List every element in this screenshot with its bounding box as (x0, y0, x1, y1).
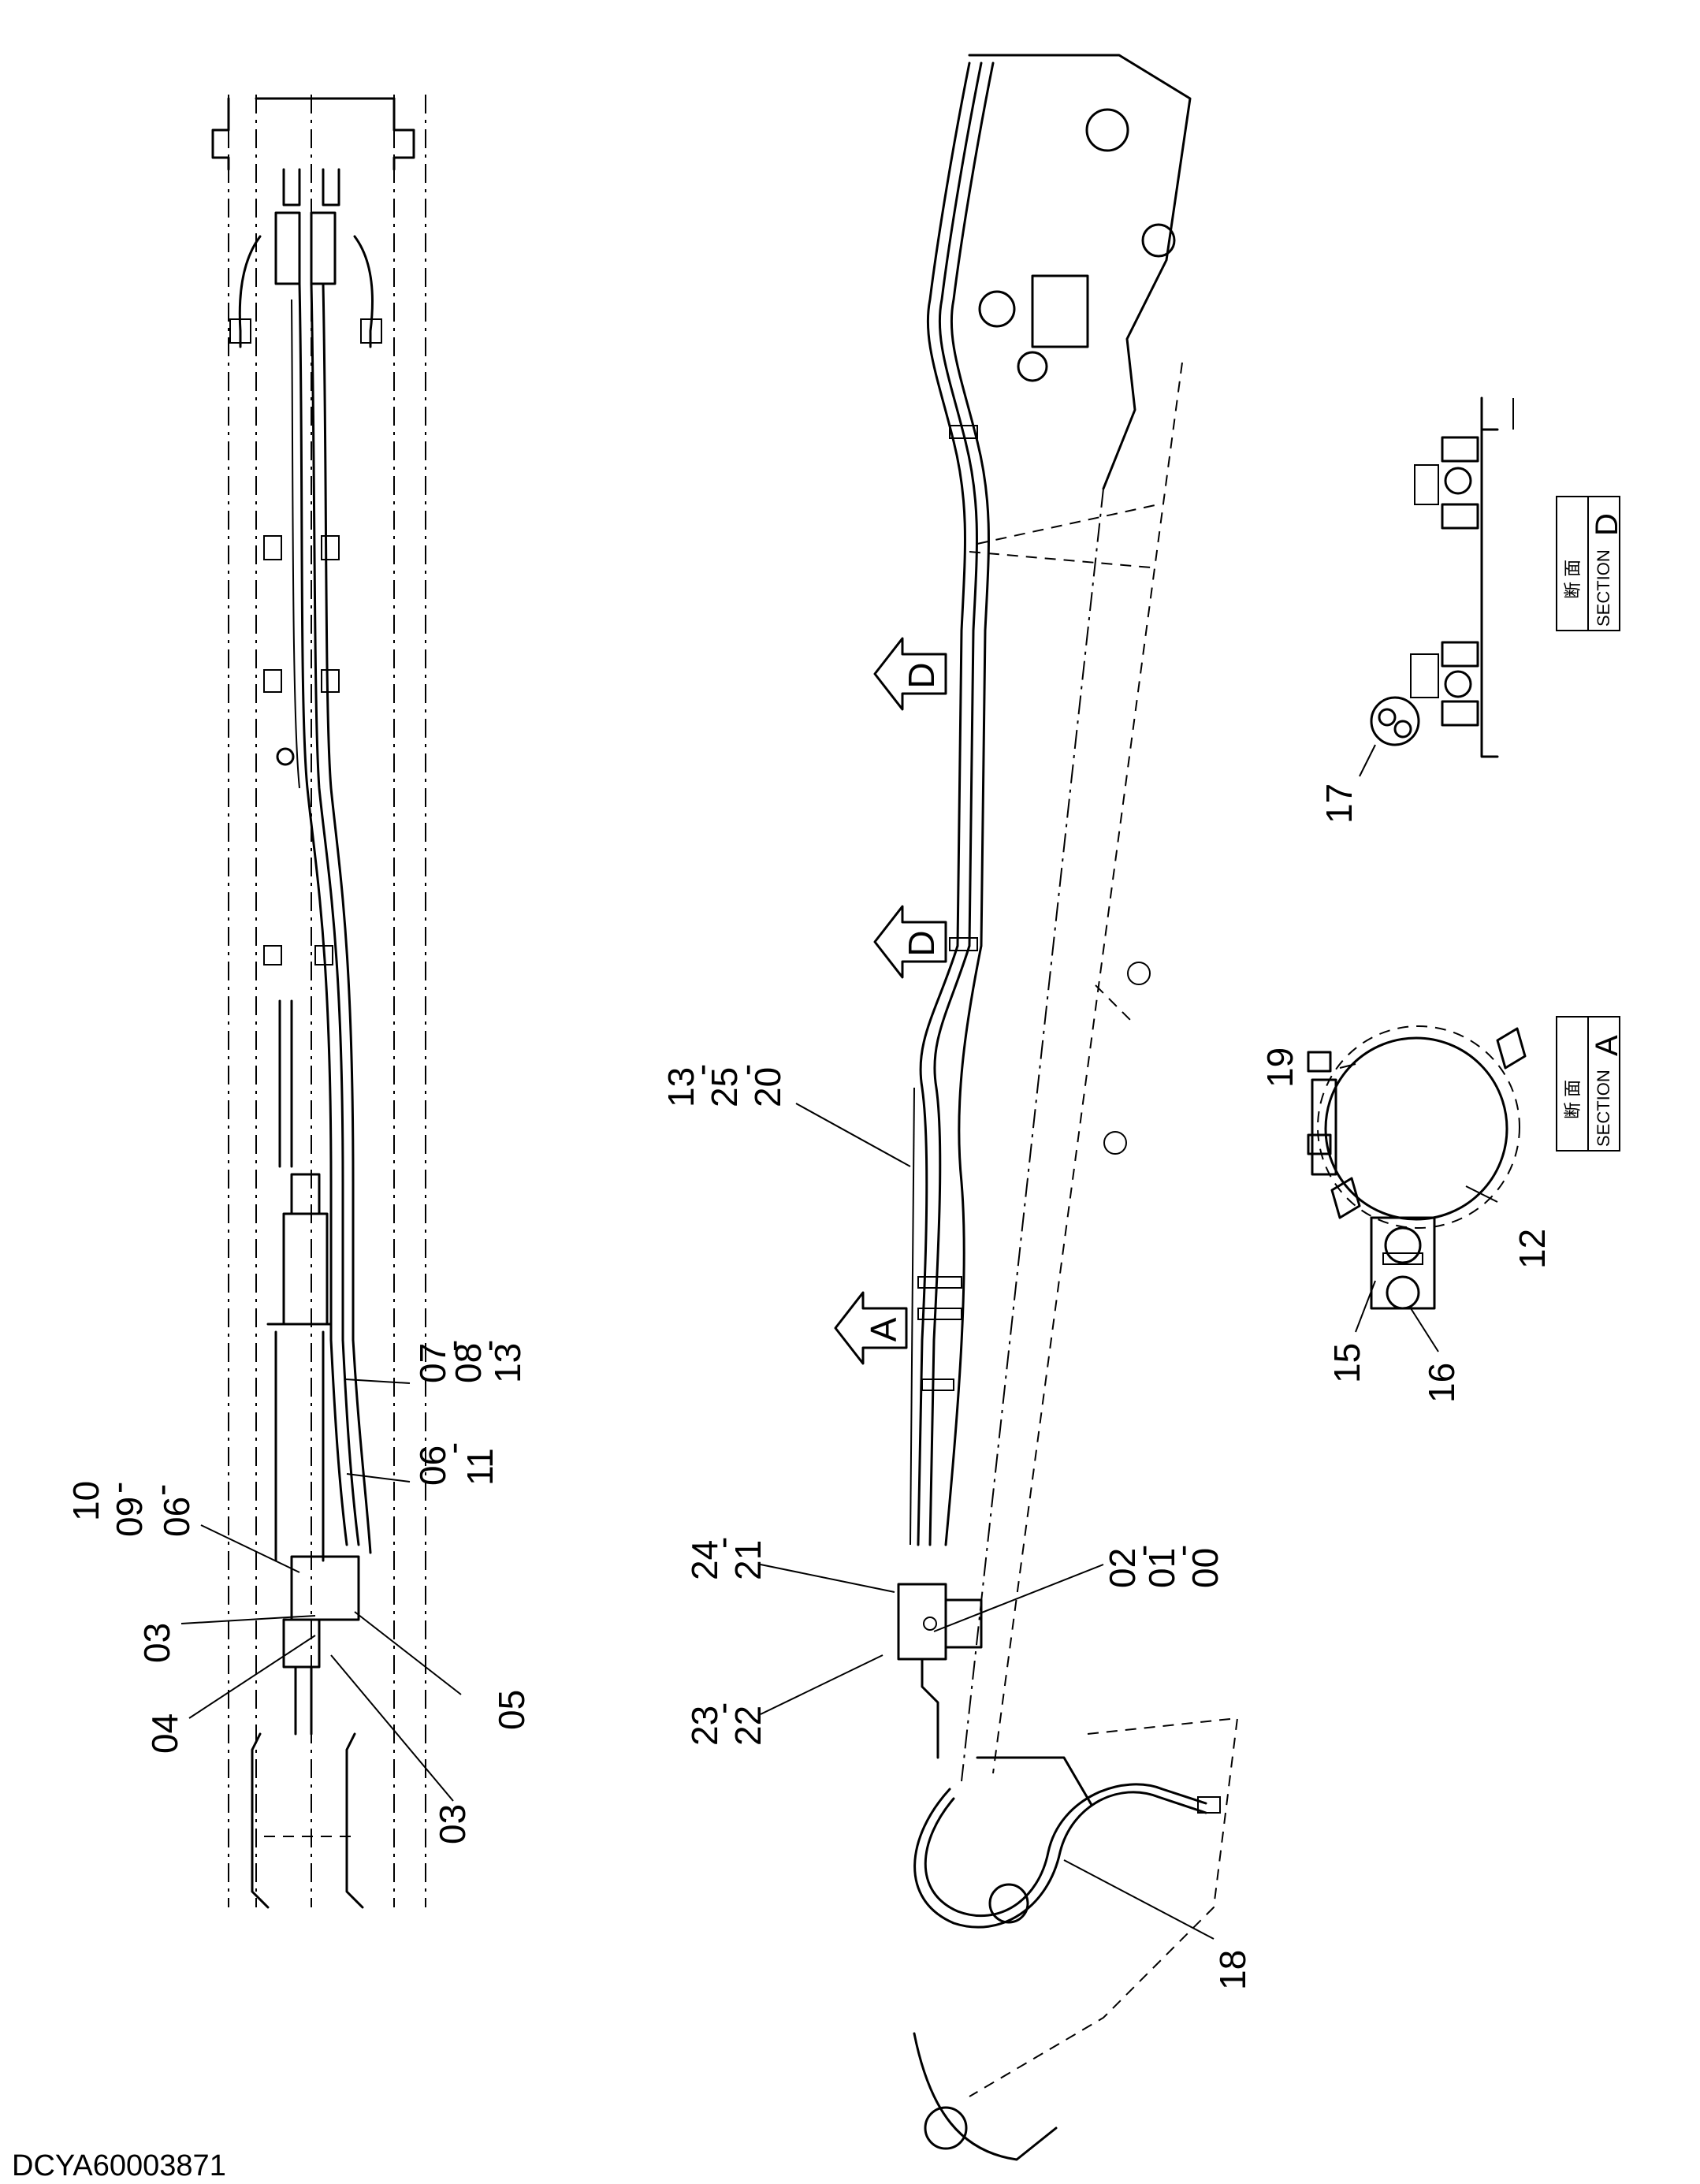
callout-22: 22 (727, 1706, 768, 1746)
callout-dash: - (701, 1702, 742, 1714)
section-marker-d-upper: D (901, 662, 942, 688)
callout-13: 13 (487, 1343, 528, 1383)
callout-03-bottom: 03 (432, 1804, 473, 1844)
callout-02: 02 (1102, 1548, 1143, 1588)
callout-25: 25 (704, 1067, 745, 1107)
callout-20: 20 (747, 1067, 788, 1107)
section-a-detail (1307, 1025, 1527, 1310)
callout-02-01-00: 02 - 01 - 00 (1102, 1545, 1226, 1588)
callout-06-11: 06 - 11 (412, 1442, 500, 1486)
callout-01: 01 (1141, 1548, 1182, 1588)
callout-dash: - (432, 1442, 473, 1454)
section-a-letter: A (1590, 1035, 1624, 1056)
leader-lines (180, 1103, 1215, 1940)
section-d-detail (1359, 396, 1514, 777)
callout-24-21: 24 - 21 (684, 1537, 768, 1580)
callout-dash: - (467, 1340, 508, 1352)
callout-dash: - (725, 1064, 766, 1076)
callout-04: 04 (144, 1713, 185, 1754)
callout-24: 24 (684, 1540, 725, 1580)
callout-dash: - (680, 1064, 721, 1076)
callout-21: 21 (727, 1540, 768, 1580)
section-arrow-d-upper: D (873, 637, 947, 711)
callout-dash: - (140, 1484, 181, 1496)
callout-10: 10 (65, 1481, 106, 1521)
section-box-d: 断 面 SECTION D (1556, 496, 1624, 631)
callout-12: 12 (1512, 1229, 1553, 1269)
callout-dash: - (97, 1482, 138, 1494)
callout-00: 00 (1185, 1548, 1226, 1588)
callout-dash: - (1122, 1545, 1162, 1557)
callout-05: 05 (491, 1690, 532, 1730)
boom-top-view (211, 95, 426, 1909)
callout-dash: - (432, 1340, 473, 1352)
callout-18: 18 (1212, 1950, 1253, 1990)
callout-07: 07 (412, 1343, 453, 1383)
callout-03-top: 03 (136, 1623, 177, 1663)
callout-10-09-06: 10 - 09 - 06 (65, 1481, 197, 1537)
callout-23-22: 23 - 22 (684, 1702, 768, 1746)
section-arrow-d-lower: D (873, 905, 947, 979)
section-arrow-a: A (834, 1291, 908, 1365)
section-a-word: SECTION (1594, 1070, 1613, 1147)
callout-13-25-20: 13 - 25 - 20 (660, 1064, 788, 1107)
callout-08: 08 (448, 1343, 489, 1383)
drawing-id: DCYA60003871 (12, 2149, 226, 2182)
section-d-letter: D (1590, 513, 1624, 536)
callout-06: 06 (156, 1497, 197, 1537)
callout-dash: - (1161, 1545, 1202, 1557)
callout-16: 16 (1421, 1363, 1462, 1403)
callout-13: 13 (660, 1067, 701, 1107)
section-d-word: SECTION (1594, 549, 1613, 627)
callout-15: 15 (1326, 1343, 1367, 1383)
section-box-a: 断 面 SECTION A (1556, 1016, 1624, 1152)
callout-19: 19 (1259, 1047, 1300, 1088)
callout-17: 17 (1319, 783, 1360, 824)
callout-11: 11 (459, 1448, 500, 1486)
callout-06: 06 (412, 1445, 453, 1486)
section-a-kanji: 断 面 (1563, 1080, 1583, 1119)
callout-09: 09 (109, 1497, 150, 1537)
callout-07-08-13: 07 - 08 - 13 (412, 1340, 528, 1383)
section-d-kanji: 断 面 (1563, 560, 1583, 599)
section-marker-a: A (863, 1317, 904, 1341)
callout-23: 23 (684, 1706, 725, 1746)
section-marker-d-lower: D (901, 930, 942, 956)
callout-dash: - (701, 1537, 742, 1549)
boom-side-view (897, 54, 1239, 2161)
